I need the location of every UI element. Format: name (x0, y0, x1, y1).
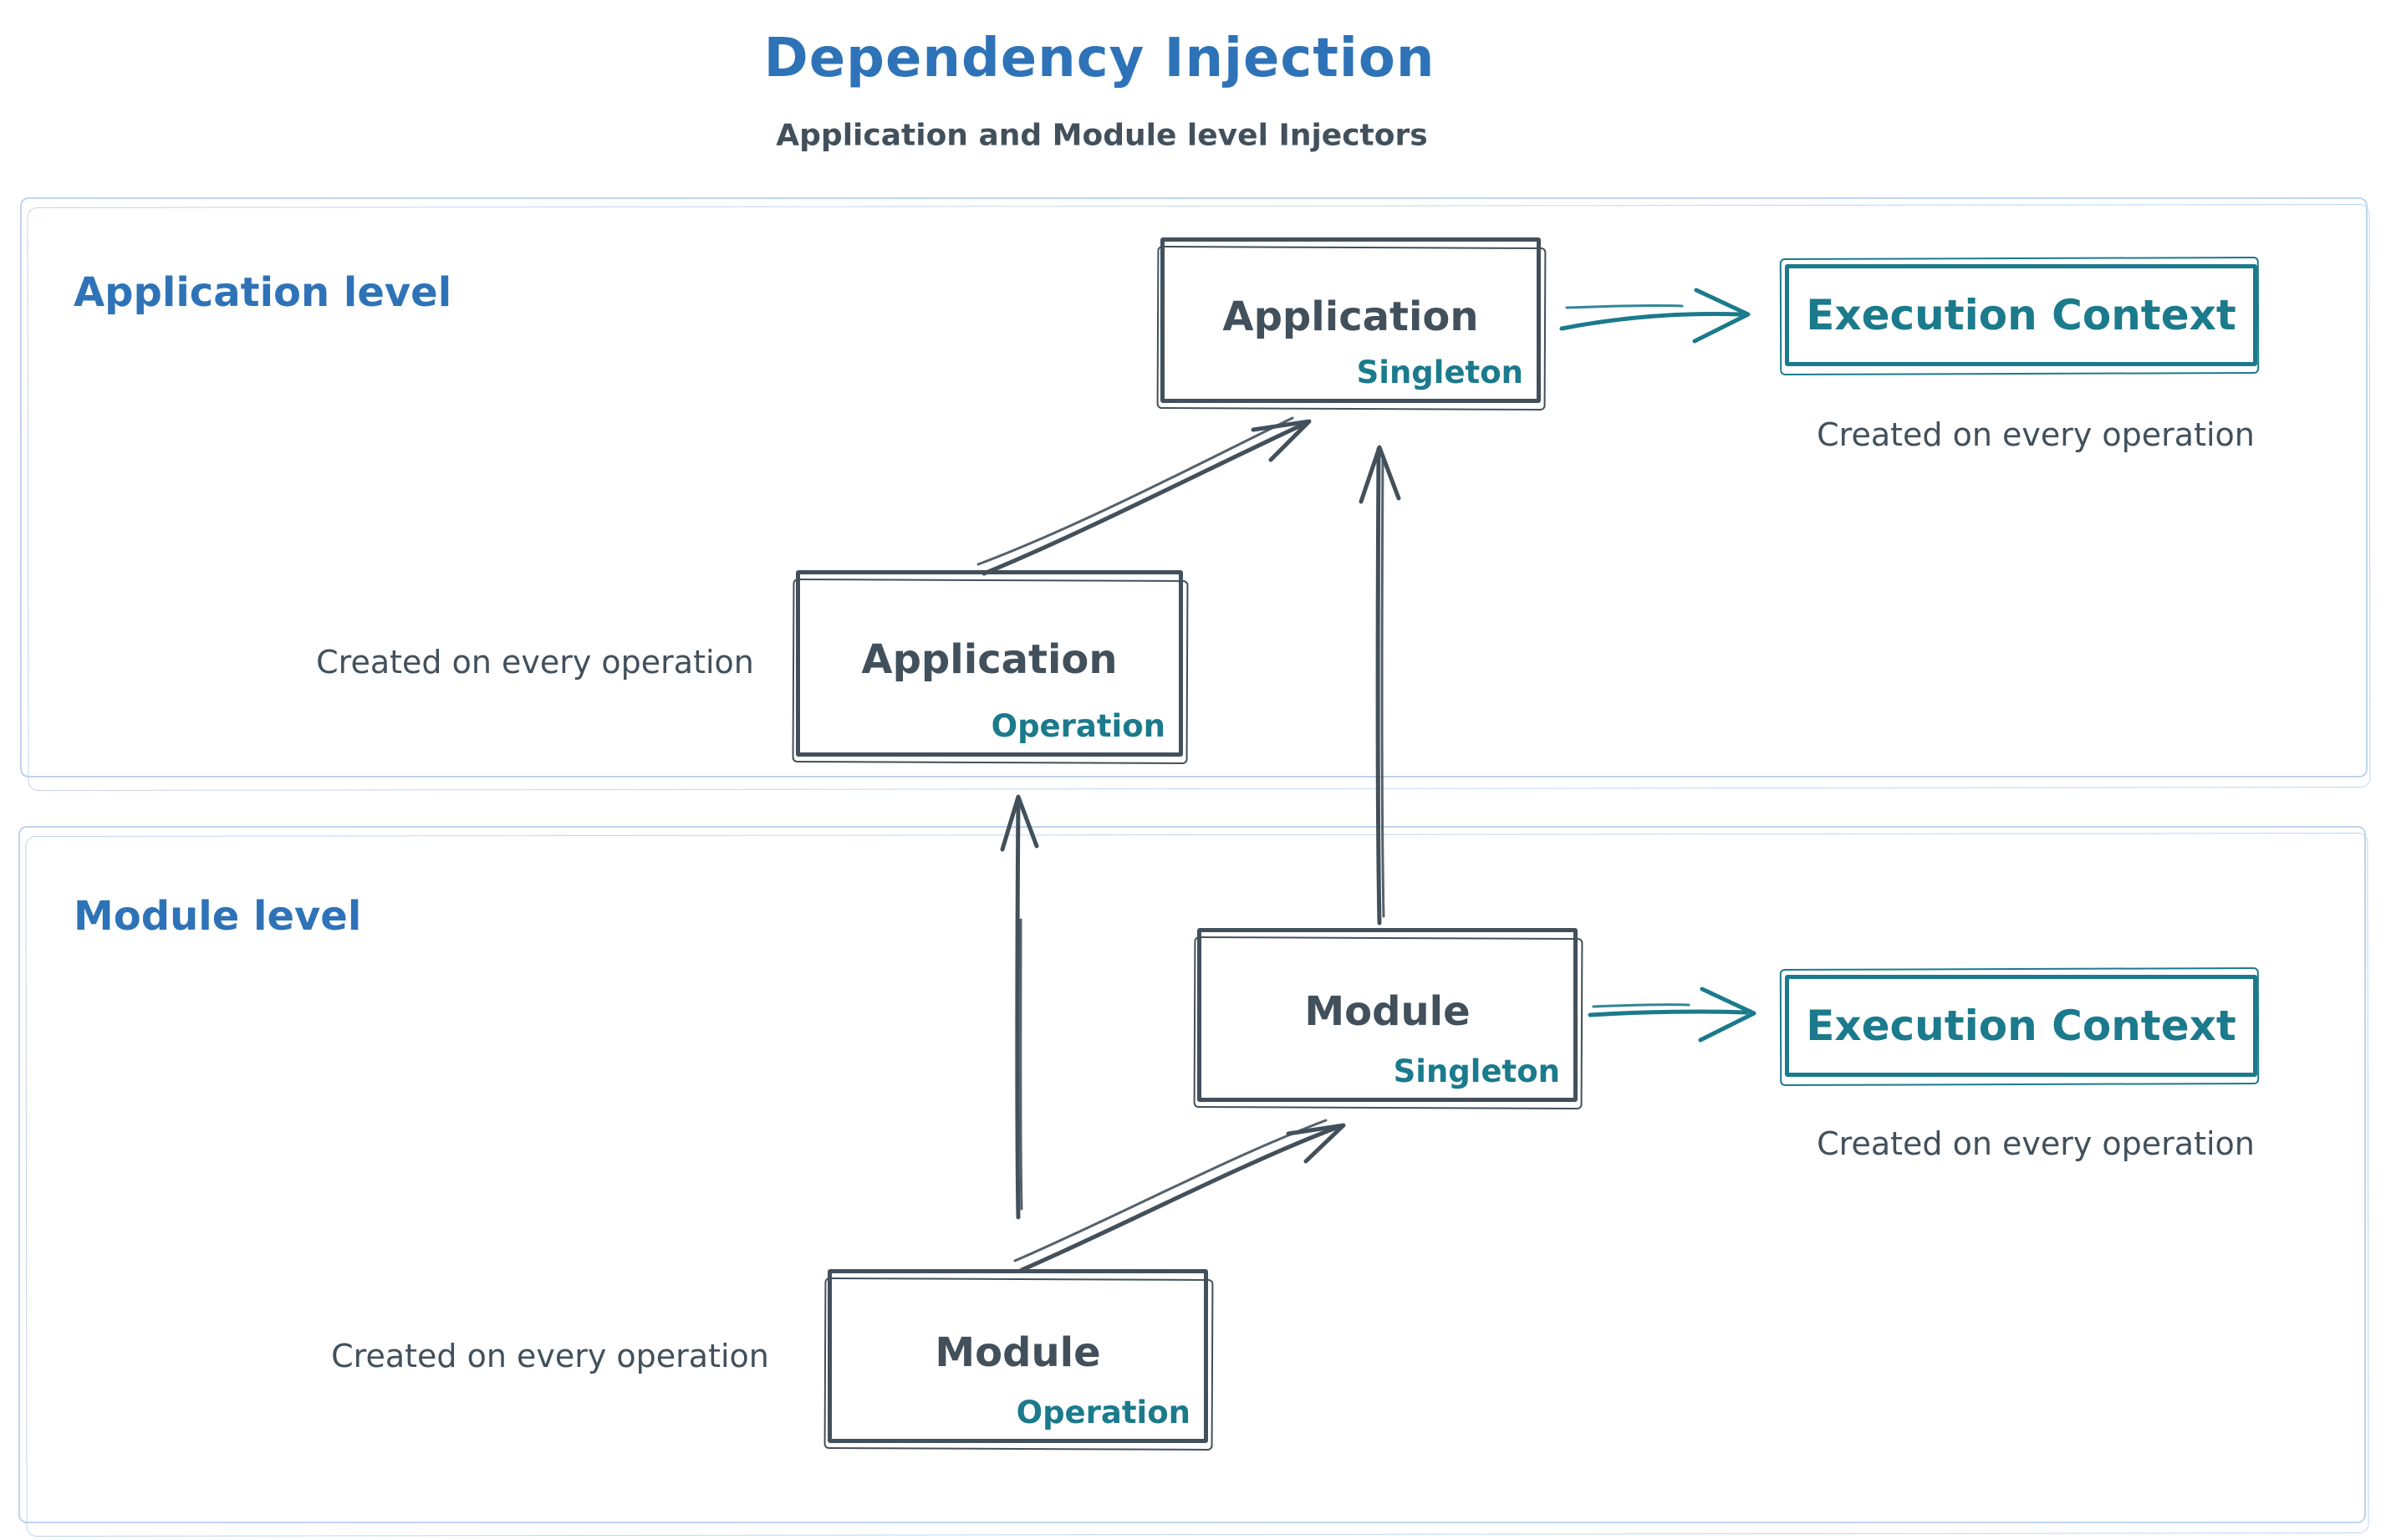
caption-module-operation-created: Created on every operation (331, 1338, 769, 1374)
node-scope-badge: Singleton (1393, 1053, 1560, 1089)
node-scope-badge: Singleton (1356, 354, 1523, 390)
node-scope-badge: Operation (1016, 1395, 1190, 1430)
node-title: Module (1304, 988, 1471, 1036)
caption-app-exec-created: Created on every operation (1817, 416, 2255, 453)
node-module-operation: Module Operation (828, 1269, 1208, 1443)
module-level-container (18, 826, 2366, 1523)
module-level-label: Module level (74, 893, 362, 940)
application-level-label: Application level (74, 269, 452, 316)
application-level-container (20, 197, 2368, 778)
caption-module-exec-created: Created on every operation (1817, 1125, 2255, 1162)
node-title: Execution Context (1806, 291, 2236, 339)
node-execution-context-application: Execution Context (1785, 264, 2257, 366)
node-title: Execution Context (1806, 1002, 2236, 1050)
page-subtitle: Application and Module level Injectors (776, 118, 1428, 153)
caption-app-operation-created: Created on every operation (316, 644, 754, 681)
node-title: Application (1222, 293, 1479, 341)
node-title: Module (935, 1329, 1101, 1377)
node-application-operation: Application Operation (796, 570, 1183, 757)
node-scope-badge: Operation (991, 708, 1165, 744)
node-title: Application (861, 636, 1118, 684)
node-module-singleton: Module Singleton (1197, 928, 1578, 1102)
node-execution-context-module: Execution Context (1785, 975, 2257, 1077)
node-application-singleton: Application Singleton (1160, 237, 1541, 403)
page-title: Dependency Injection (763, 28, 1435, 89)
